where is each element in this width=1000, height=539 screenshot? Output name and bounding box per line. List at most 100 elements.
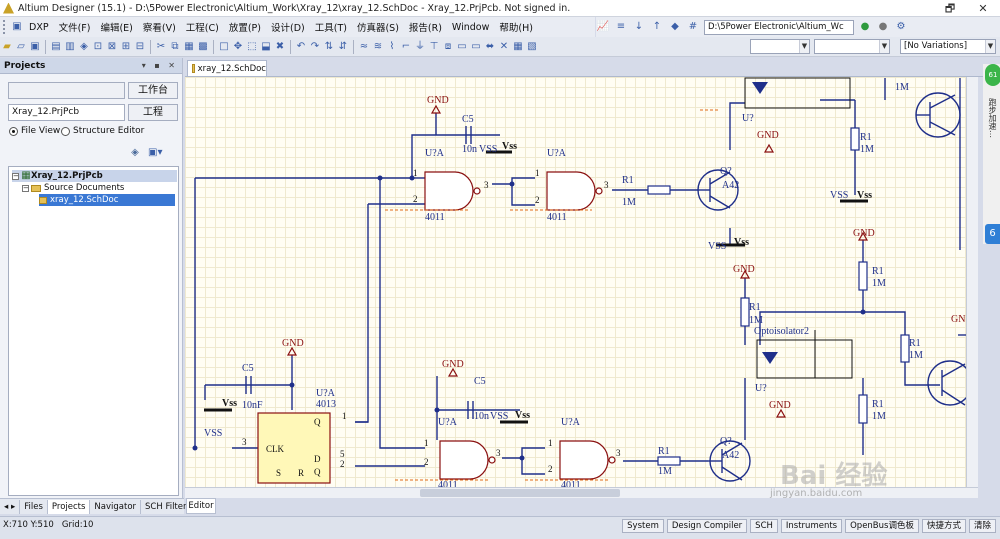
bus-icon[interactable]: ≋ — [373, 40, 383, 52]
schematic-canvas[interactable]: GND GND GND GND GND GND GND GN C5 10n VS… — [185, 77, 978, 487]
workspace-button[interactable]: 工作台 — [128, 82, 178, 99]
menu-design[interactable]: 设计(D) — [271, 23, 305, 34]
open-icon[interactable]: ▱ — [17, 40, 25, 52]
tab-sch-filter[interactable]: SCH Filter — [141, 499, 192, 514]
cut-icon[interactable]: ✂ — [156, 40, 166, 52]
zoom-menu-icon[interactable]: ⊟ — [135, 40, 145, 52]
collapse-icon[interactable]: − — [22, 183, 29, 192]
gnd-port-icon[interactable]: ⏚ — [415, 40, 425, 52]
side-blue-icon[interactable]: 6 — [985, 224, 1000, 244]
redo-icon[interactable]: ↷ — [310, 40, 320, 52]
status-shortcuts[interactable]: 快捷方式 — [921, 519, 966, 533]
part-icon[interactable]: ⧈ — [444, 40, 452, 52]
workspace-select[interactable] — [8, 82, 125, 99]
bus-entry-icon[interactable]: ⌇ — [389, 40, 395, 52]
menu-help[interactable]: 帮助(H) — [499, 23, 533, 34]
move-icon[interactable]: ✥ — [233, 40, 243, 52]
res-ref-1: R1 — [622, 175, 634, 186]
copy-icon[interactable]: ⧉ — [171, 40, 179, 52]
net-label-icon[interactable]: ⌐ — [401, 40, 411, 52]
project-menu-icon[interactable]: ▣▾ — [148, 147, 163, 158]
project-button[interactable]: 工程 — [128, 104, 178, 121]
save-icon[interactable]: ▣ — [30, 40, 40, 52]
tree-project[interactable]: − ▦ Xray_12.PrjPcb — [12, 170, 177, 182]
combo-left[interactable]: ▼ — [750, 39, 810, 54]
menu-window[interactable]: Window — [451, 21, 490, 33]
menu-place[interactable]: 放置(P) — [228, 23, 261, 34]
menu-file[interactable]: 文件(F) — [58, 23, 91, 34]
arrow-down-icon[interactable]: ↓ — [634, 21, 644, 32]
rubber-stamp-icon[interactable]: ▩ — [198, 40, 208, 52]
tab-projects[interactable]: Projects — [47, 499, 91, 514]
document-tab[interactable]: xray_12.SchDoc — [187, 60, 267, 76]
vcc-port-icon[interactable]: ⊤ — [429, 40, 439, 52]
chart-icon[interactable]: 📈 — [596, 21, 610, 32]
path-field[interactable]: D:\5Power Electronic\Altium_Wc — [704, 19, 854, 35]
status-clear[interactable]: 清除 — [968, 519, 996, 533]
deselect-icon[interactable]: ⬓ — [261, 40, 271, 52]
off-sheet-icon[interactable]: ▧ — [527, 40, 537, 52]
panel-controls[interactable]: ▾ ▪ ✕ — [141, 61, 178, 70]
zoom-area-icon[interactable]: ⊠ — [107, 40, 117, 52]
select-area-icon[interactable]: □ — [219, 40, 229, 52]
hierarchy-icon[interactable]: ⇅ — [324, 40, 334, 52]
status-instruments[interactable]: Instruments — [780, 519, 843, 533]
port-icon[interactable]: ⬌ — [485, 40, 495, 52]
status-openbus[interactable]: OpenBus调色板 — [845, 519, 919, 533]
3d-icon[interactable]: ◈ — [80, 40, 88, 52]
print-preview-icon[interactable]: ▥ — [65, 40, 75, 52]
align-icon[interactable]: ≡ — [616, 21, 626, 32]
speed-badge[interactable]: 61 — [985, 64, 1000, 86]
go-icon[interactable]: ● — [860, 21, 870, 32]
radio-structure-editor[interactable]: Structure Editor — [61, 126, 144, 136]
menu-project[interactable]: 工程(C) — [185, 23, 219, 34]
collapse-icon[interactable]: − — [12, 171, 19, 180]
tree-document[interactable]: xray_12.SchDoc — [39, 194, 175, 206]
status-system[interactable]: System — [622, 519, 664, 533]
tab-navigator[interactable]: Navigator — [90, 499, 142, 514]
editor-tab[interactable]: Editor — [186, 498, 216, 514]
sheet-entry-icon[interactable]: ▭ — [471, 40, 481, 52]
cursor-icon[interactable]: ↑ — [652, 21, 662, 32]
restore-button[interactable]: 🗗 — [944, 2, 956, 15]
tab-scroll-left-icon[interactable]: ◂ ▸ — [0, 499, 21, 514]
vertical-scrollbar[interactable] — [966, 77, 978, 487]
menu-edit[interactable]: 编辑(E) — [100, 23, 133, 34]
junction-icon[interactable]: ▦ — [513, 40, 523, 52]
scroll-thumb[interactable] — [420, 489, 620, 497]
menu-reports[interactable]: 报告(R) — [408, 23, 442, 34]
tree-folder[interactable]: − Source Documents — [22, 182, 124, 194]
ff-clk: CLK — [266, 444, 285, 454]
project-field[interactable]: Xray_12.PrjPcb — [8, 104, 125, 121]
project-options-icon[interactable]: ◈ — [131, 147, 139, 158]
no-erc-icon[interactable]: ✕ — [499, 40, 509, 52]
menu-tools[interactable]: 工具(T) — [314, 23, 347, 34]
variations-select[interactable]: [No Variations]▼ — [900, 39, 996, 54]
zoom-fit-icon[interactable]: ⊡ — [93, 40, 103, 52]
clear-filter-icon[interactable]: ✖ — [275, 40, 285, 52]
status-design-compiler[interactable]: Design Compiler — [666, 519, 748, 533]
select-icon[interactable]: ⬚ — [247, 40, 257, 52]
undo-icon[interactable]: ↶ — [296, 40, 306, 52]
grid-icon[interactable]: # — [688, 21, 698, 32]
open-folder-icon[interactable]: ▰ — [3, 40, 11, 52]
menu-view[interactable]: 察看(V) — [142, 23, 176, 34]
paste-icon[interactable]: ▦ — [184, 40, 194, 52]
tab-files[interactable]: Files — [20, 499, 48, 514]
side-widget[interactable]: 61 跑步加速… — [983, 64, 1000, 244]
close-button[interactable]: ✕ — [978, 2, 988, 15]
wire-icon[interactable]: ≈ — [359, 40, 369, 52]
status-sch[interactable]: SCH — [750, 519, 778, 533]
menu-dxp[interactable]: DXP — [29, 21, 49, 33]
horizontal-scrollbar[interactable] — [185, 487, 978, 498]
print-icon[interactable]: ▤ — [51, 40, 61, 52]
diamond-icon[interactable]: ◆ — [671, 21, 679, 32]
settings-icon[interactable]: ⚙ — [896, 21, 906, 32]
back-icon[interactable]: ● — [878, 21, 888, 32]
sheet-symbol-icon[interactable]: ▭ — [457, 40, 467, 52]
combo-middle[interactable]: ▼ — [814, 39, 890, 54]
menu-simulator[interactable]: 仿真器(S) — [356, 23, 399, 34]
radio-file-view[interactable]: File View — [9, 126, 60, 136]
zoom-select-icon[interactable]: ⊞ — [121, 40, 131, 52]
ref-icon[interactable]: ⇵ — [338, 40, 348, 52]
